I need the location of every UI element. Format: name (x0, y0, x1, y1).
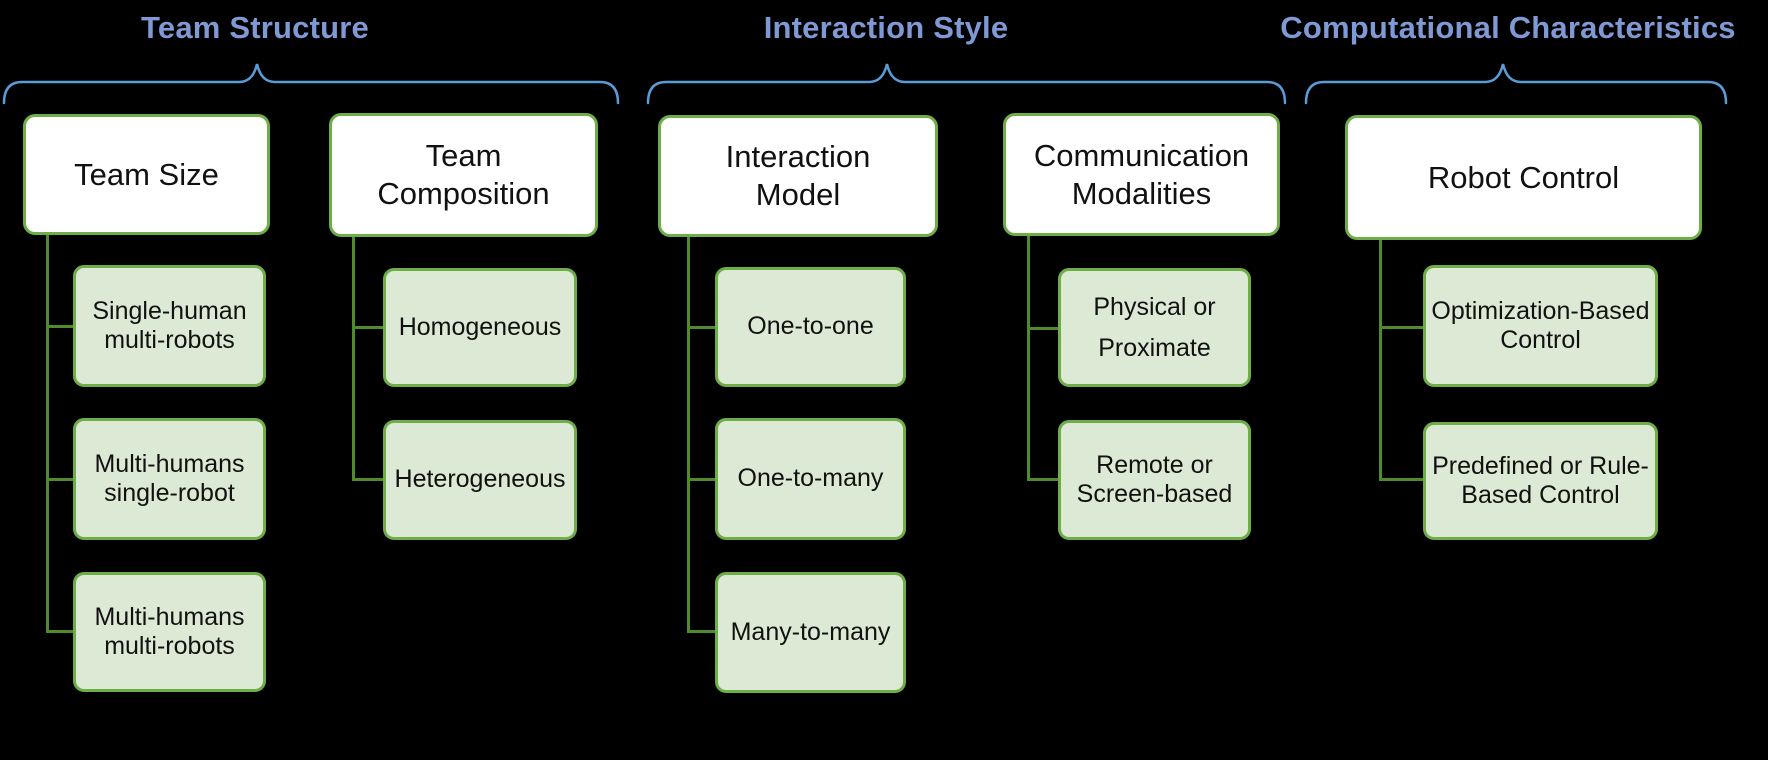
connector-robot-control-child1 (1379, 326, 1423, 329)
node-homogeneous-label: Homogeneous (398, 312, 562, 341)
node-single-human-multi-robots: Single-human multi-robots (73, 265, 266, 387)
node-physical-or-proximate: Physical or Proximate (1058, 268, 1251, 387)
node-heterogeneous-label: Heterogeneous (394, 465, 566, 494)
connector-team-composition-trunk (352, 237, 355, 481)
connector-communication-modalities-trunk (1027, 236, 1030, 481)
node-many-to-many: Many-to-many (715, 572, 906, 693)
connector-team-composition-child1 (352, 326, 383, 329)
node-multi-humans-single-robot-label: Multi-humans single-robot (94, 449, 245, 508)
node-one-to-many-label: One-to-many (737, 464, 884, 493)
node-optimization-based-control-label: Optimization-Based Control (1431, 296, 1650, 355)
group-label-computational-characteristics: Computational Characteristics (1280, 10, 1736, 45)
brace-interaction-style-icon (646, 63, 1287, 105)
node-physical-or-proximate-label: Physical or Proximate (1093, 293, 1216, 362)
node-heterogeneous: Heterogeneous (383, 420, 577, 540)
node-predefined-or-rule-based-control-label: Predefined or Rule- Based Control (1432, 451, 1649, 510)
connector-team-size-trunk (46, 235, 49, 633)
node-one-to-one-label: One-to-one (747, 312, 874, 341)
node-one-to-many: One-to-many (715, 418, 906, 540)
connector-interaction-model-child1 (687, 326, 715, 329)
connector-team-size-child3 (46, 630, 73, 633)
connector-communication-modalities-child1 (1027, 327, 1058, 330)
group-label-team-structure: Team Structure (141, 10, 369, 45)
node-robot-control-label: Robot Control (1427, 159, 1620, 195)
brace-team-structure-icon (2, 63, 620, 105)
node-remote-or-screen-based-label: Remote or Screen-based (1076, 450, 1233, 509)
node-multi-humans-multi-robots: Multi-humans multi-robots (73, 572, 266, 692)
node-team-composition-label: Team Composition (377, 138, 550, 211)
node-interaction-model: Interaction Model (658, 115, 938, 237)
node-single-human-multi-robots-label: Single-human multi-robots (92, 296, 247, 355)
connector-interaction-model-child3 (687, 630, 715, 633)
connector-team-size-child2 (46, 478, 73, 481)
node-team-composition: Team Composition (329, 113, 598, 237)
connector-team-size-child1 (46, 325, 73, 328)
node-team-size: Team Size (23, 114, 270, 235)
node-predefined-or-rule-based-control: Predefined or Rule- Based Control (1423, 422, 1658, 540)
node-optimization-based-control: Optimization-Based Control (1423, 265, 1658, 387)
node-many-to-many-label: Many-to-many (730, 617, 891, 646)
connector-interaction-model-child2 (687, 478, 715, 481)
brace-computational-characteristics-icon (1304, 63, 1728, 105)
node-communication-modalities-label: Communication Modalities (1033, 137, 1250, 211)
connector-communication-modalities-child2 (1027, 478, 1058, 481)
connector-robot-control-trunk (1379, 240, 1382, 481)
connector-interaction-model-trunk (687, 237, 690, 633)
node-interaction-model-label: Interaction Model (725, 139, 871, 212)
node-team-size-label: Team Size (74, 156, 219, 192)
node-robot-control: Robot Control (1345, 115, 1702, 240)
node-homogeneous: Homogeneous (383, 268, 577, 387)
group-label-interaction-style: Interaction Style (763, 10, 1009, 45)
connector-robot-control-child2 (1379, 478, 1423, 481)
node-communication-modalities: Communication Modalities (1003, 113, 1280, 236)
connector-team-composition-child2 (352, 478, 383, 481)
node-remote-or-screen-based: Remote or Screen-based (1058, 420, 1251, 540)
node-one-to-one: One-to-one (715, 267, 906, 387)
node-multi-humans-multi-robots-label: Multi-humans multi-robots (94, 602, 245, 661)
node-multi-humans-single-robot: Multi-humans single-robot (73, 418, 266, 540)
